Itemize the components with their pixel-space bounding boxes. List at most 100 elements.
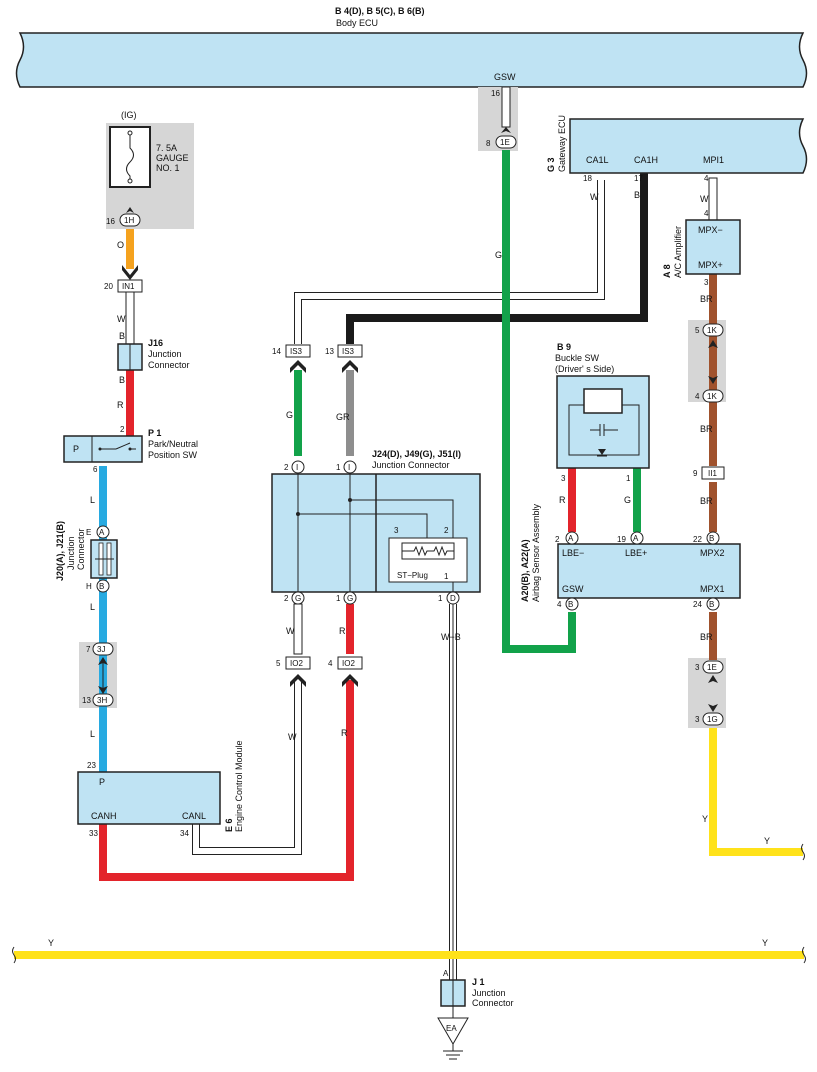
pin-ca1l: 18 [583, 174, 592, 183]
wire-label-g2: G [495, 250, 502, 260]
wire-label-w4: W [700, 194, 709, 204]
connector-1k-a-label: 1K [707, 326, 717, 335]
wire-label-b2: B [119, 375, 125, 385]
wire-label-g3: G [624, 495, 631, 505]
connector-ii1 [701, 466, 725, 480]
wire-label-r1: R [117, 400, 124, 410]
connector-3h [92, 693, 114, 707]
connector-in1 [117, 279, 143, 293]
j20-pin-top: E [86, 528, 91, 537]
j3-pin-b: 13 [82, 696, 91, 705]
airbag-lbe-minus: LBE− [562, 548, 584, 558]
airbag-pin-gsw: 4 [557, 600, 562, 609]
airbag-c-lbep: A [633, 534, 639, 543]
connector-1k-b [702, 389, 724, 403]
ground-triangle-icon [437, 1017, 469, 1046]
gateway-name: Gateway ECU [557, 115, 567, 172]
buckle-capacitor-icon [590, 424, 618, 436]
b9-name2: (Driver' s Side) [555, 364, 614, 374]
wire-label-l2: L [90, 602, 95, 612]
body-ecu-gsw-label: GSW [494, 72, 516, 82]
wire-white-io2 [293, 603, 303, 655]
jc-pin5: 1 [438, 594, 443, 603]
j20-code: J20(A), J21(B) [55, 521, 65, 581]
airbag-code: A20(B), A22(A) [520, 539, 530, 602]
airbag-mpx2: MPX2 [700, 548, 725, 558]
is3-a-chevron-icon [290, 360, 306, 373]
fuse-name2: NO. 1 [156, 163, 180, 173]
jc-pin4: 1 [336, 594, 341, 603]
wire-label-r-canh: R [341, 728, 348, 738]
wire-label-br1: BR [700, 294, 713, 304]
fuse-ig-label: (IG) [121, 110, 137, 120]
wire-label-r3: R [559, 495, 566, 505]
connector-1h-label: 1H [124, 216, 134, 225]
wire-brown-lower [709, 612, 717, 660]
connector-3j [92, 642, 114, 656]
wire-label-y3: Y [48, 938, 54, 948]
airbag-name: Airbag Sensor Assembly [531, 503, 541, 602]
body-ecu-code: B 4(D), B 5(C), B 6(B) [335, 6, 425, 16]
wire-red-io2 [346, 604, 354, 654]
connector-io2-b [337, 656, 363, 670]
is3-pin-b: 13 [325, 347, 334, 356]
ecm-code: E 6 [224, 818, 234, 832]
gateway-ca1l: CA1L [586, 155, 609, 165]
j20-conn-top [96, 525, 110, 539]
p1-name1: Park/Neutral [148, 439, 198, 449]
st-plug-label: ST−Plug [397, 571, 428, 580]
b9-name1: Buckle SW [555, 353, 600, 363]
j1-name2: Connector [472, 998, 514, 1008]
pin-ca1h: 17 [634, 174, 643, 183]
wire-green-is3 [294, 370, 302, 456]
st-plug-resistor-icon [402, 545, 454, 557]
wire-label-gr: GR [336, 412, 350, 422]
p1-label: P [73, 444, 79, 454]
jc-pin3: 2 [284, 594, 289, 603]
wire-label-br2: BR [700, 424, 713, 434]
airbag-sensor-box [557, 543, 741, 599]
ground-label: EA [446, 1024, 457, 1033]
connector-3j-label: 3J [97, 645, 105, 654]
wire-label-w2: W [286, 626, 295, 636]
p1-switch-icon [100, 442, 136, 450]
connector-1e-bottom-label: 1E [707, 663, 717, 672]
io2-a-chevron-icon [290, 674, 306, 687]
wire-label-wb: W−B [441, 632, 461, 642]
wire-label-w1: W [117, 314, 126, 324]
p1-pin-bot: 6 [93, 465, 98, 474]
io2-b-chevron-icon [342, 674, 358, 687]
connector-io2-b-label: IO2 [342, 659, 355, 668]
wire-gray-is3 [346, 370, 354, 456]
wire-label-g1: G [286, 410, 293, 420]
connector-1k-a [702, 323, 724, 337]
a8-mpx-plus: MPX+ [698, 260, 723, 270]
wire-black-ca1h [346, 166, 648, 344]
b9-pin-l: 3 [561, 474, 566, 483]
j16-name1: Junction [148, 349, 182, 359]
gateway-ecu-box [569, 118, 808, 174]
wire-label-y2: Y [764, 836, 770, 846]
airbag-c-gsw: B [568, 600, 573, 609]
j20-pin-bot: H [86, 582, 92, 591]
e1g-pin-a: 3 [695, 663, 700, 672]
wire-label-br4: BR [700, 632, 713, 642]
a8-pin-bot: 3 [704, 278, 709, 287]
ecm-label-canh: CANH [91, 811, 117, 821]
wire-blue-l [99, 466, 107, 772]
k1-pin-b: 4 [695, 392, 700, 401]
j16-code: J16 [148, 338, 163, 348]
wire-yellow-right [709, 728, 803, 856]
connector-is3-b-label: IS3 [342, 347, 355, 356]
p1-name2: Position SW [148, 450, 198, 460]
ecm-label-p: P [99, 777, 105, 787]
wire-green-gsw [502, 150, 576, 653]
b9-pin-r: 1 [626, 474, 631, 483]
body-ecu-name: Body ECU [336, 18, 378, 28]
is3-b-chevron-icon [342, 360, 358, 373]
j16-name2: Connector [148, 360, 190, 370]
connector-3h-label: 3H [97, 696, 107, 705]
connector-1g-label: 1G [707, 715, 718, 724]
wire-label-r2: R [339, 626, 346, 636]
